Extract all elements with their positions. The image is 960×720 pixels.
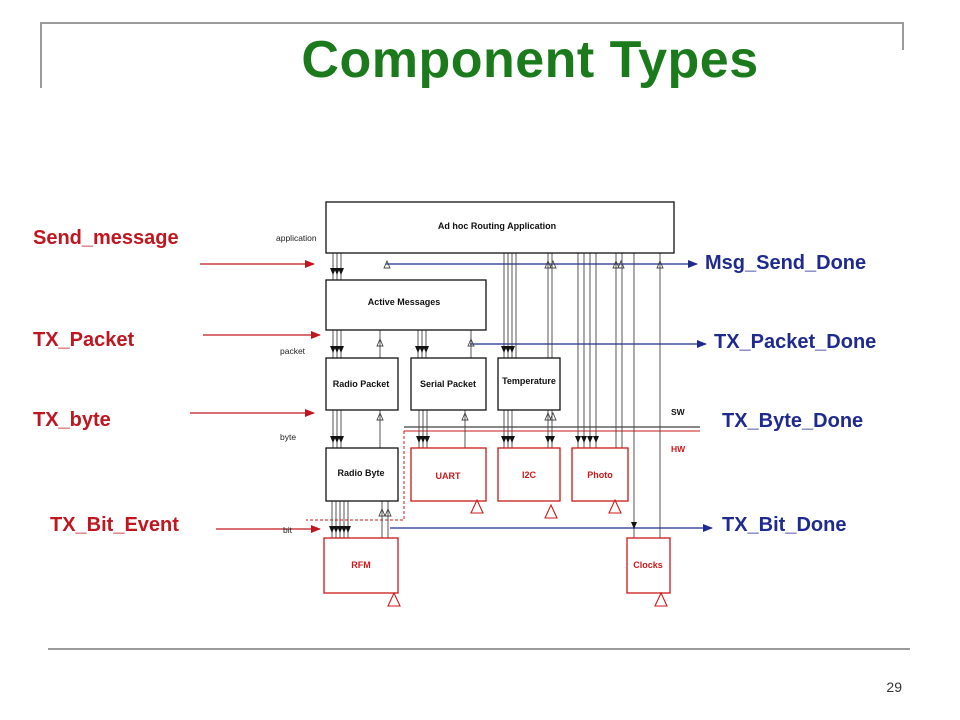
boundary-label-hw: HW: [671, 444, 686, 454]
component-box-uart: [410, 447, 487, 502]
frame-left-rule: [40, 22, 42, 88]
bottom-rule: [48, 648, 910, 650]
component-radio-byte-label: Radio Byte: [337, 468, 384, 478]
hardware-interrupt-marks: [387, 498, 668, 607]
component-box-clocks: [626, 537, 671, 594]
component-box-radio-packet: [325, 357, 399, 411]
component-box-photo: [571, 447, 629, 502]
connector-arrowheads: [329, 268, 637, 533]
component-clocks-label: Clocks: [633, 560, 663, 570]
component-box-serial-packet: [410, 357, 487, 411]
label-tx-packet-done: TX_Packet_Done: [714, 331, 876, 353]
slide-title: Component Types: [301, 31, 759, 89]
component-serial-packet-label: Serial Packet: [420, 379, 476, 389]
component-i2c-label: I2C: [522, 470, 537, 480]
frame-top-rule: [40, 22, 904, 24]
frame-right-rule: [902, 22, 904, 50]
component-uart-label: UART: [436, 471, 461, 481]
label-tx-byte: TX_byte: [33, 409, 111, 431]
component-box-temperature: [497, 357, 561, 411]
layer-label-bit: bit: [283, 525, 293, 535]
component-box-rfm: [323, 537, 399, 594]
component-photo-label: Photo: [587, 470, 613, 480]
upward-connector-marks: [376, 259, 664, 517]
component-box-active-messages: [325, 279, 487, 331]
label-tx-packet: TX_Packet: [33, 329, 135, 351]
component-active-messages-label: Active Messages: [368, 297, 441, 307]
boundary-label-sw: SW: [671, 407, 686, 417]
label-tx-byte-done: TX_Byte_Done: [722, 410, 863, 432]
layer-label-application: application: [276, 233, 317, 243]
layer-label-byte: byte: [280, 432, 296, 442]
label-tx-bit-done: TX_Bit_Done: [722, 514, 846, 536]
component-rfm-label: RFM: [351, 560, 371, 570]
layer-label-packet: packet: [280, 346, 306, 356]
label-tx-bit-event: TX_Bit_Event: [50, 514, 179, 536]
component-temperature-label: Temperature: [502, 376, 556, 386]
component-routing-label: Ad hoc Routing Application: [438, 221, 556, 231]
component-box-routing: [325, 201, 675, 254]
label-msg-send-done: Msg_Send_Done: [705, 252, 866, 274]
slide-number: 29: [886, 679, 902, 695]
component-box-i2c: [497, 447, 561, 502]
component-radio-packet-label: Radio Packet: [333, 379, 390, 389]
component-box-radio-byte: [325, 447, 399, 502]
label-send-message: Send_message: [33, 227, 179, 249]
